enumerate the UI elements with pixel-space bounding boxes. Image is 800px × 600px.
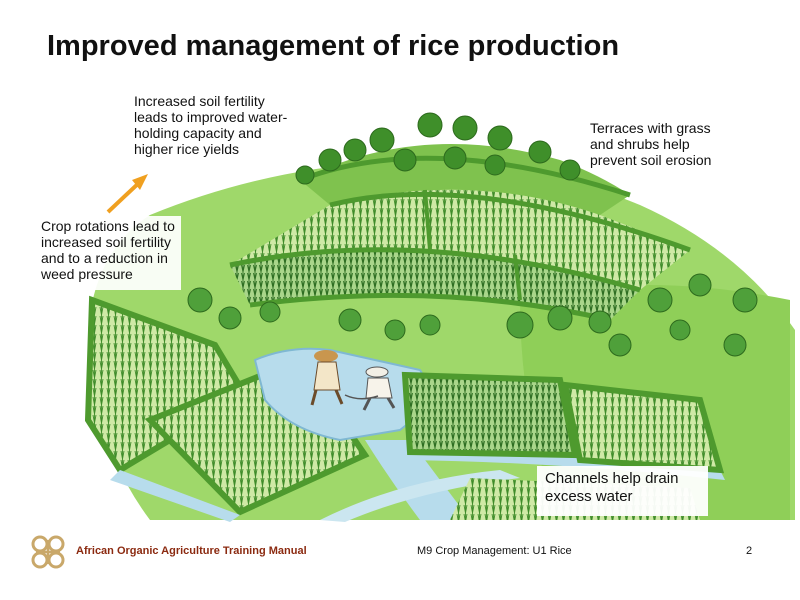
slide-title: Improved management of rice production bbox=[47, 30, 620, 62]
caption-line: Crop rotations lead to bbox=[41, 218, 175, 234]
caption-line: and shrubs help bbox=[590, 136, 690, 152]
caption-line: increased soil fertility bbox=[41, 234, 171, 250]
caption-line: prevent soil erosion bbox=[590, 152, 712, 168]
slide-footer: African Organic Agriculture Training Man… bbox=[0, 528, 800, 588]
caption-terraces: Terraces with grass and shrubs help prev… bbox=[590, 120, 711, 168]
caption-line: weed pressure bbox=[41, 266, 133, 282]
manual-title: African Organic Agriculture Training Man… bbox=[76, 545, 307, 557]
caption-line: Channels help drain bbox=[545, 470, 679, 487]
caption-line: and to a reduction in bbox=[41, 250, 168, 266]
module-label: M9 Crop Management: U1 Rice bbox=[417, 545, 572, 557]
caption-line: holding capacity and bbox=[134, 125, 262, 141]
rice-terrace-illustration bbox=[84, 112, 795, 522]
caption-channels: Channels help drain excess water bbox=[537, 466, 709, 516]
caption-line: excess water bbox=[545, 488, 633, 505]
caption-crop-rotation: Crop rotations lead to increased soil fe… bbox=[37, 216, 181, 290]
caption-line: higher rice yields bbox=[134, 141, 240, 157]
manual-logo-icon bbox=[31, 535, 65, 569]
page-number: 2 bbox=[746, 545, 753, 557]
caption-soil-fertility: Increased soil fertility leads to improv… bbox=[134, 93, 287, 157]
caption-line: leads to improved water- bbox=[134, 109, 288, 125]
caption-line: Terraces with grass bbox=[590, 120, 711, 136]
caption-line: Increased soil fertility bbox=[134, 93, 265, 109]
